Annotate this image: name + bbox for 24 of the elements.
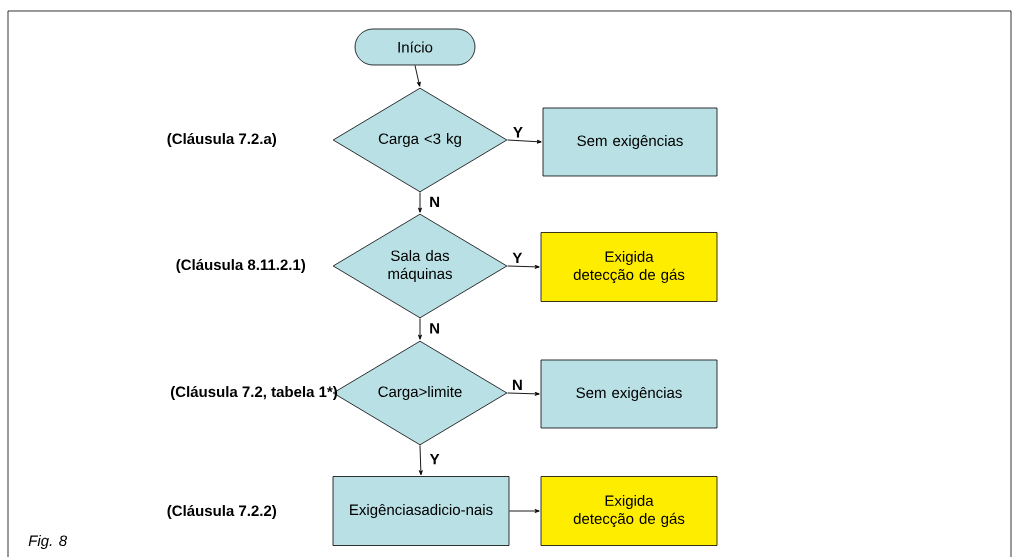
edge-label: Y: [513, 127, 523, 138]
arrow: [508, 509, 540, 513]
arrow: [418, 191, 422, 213]
edge-label: N: [512, 379, 522, 391]
process-box: Sem exigências: [542, 107, 718, 177]
edge-label: N: [430, 196, 440, 208]
edge-label: Y: [512, 252, 523, 264]
process-box: Exigida detecção de gás: [540, 232, 718, 302]
process-box: Exigida detecção de gás: [540, 476, 718, 546]
start-terminal: Início: [354, 28, 476, 66]
edge-label: Y: [429, 454, 440, 465]
arrow: [506, 264, 540, 269]
clause-reference: (Cláusula 7.2.a): [167, 132, 277, 148]
arrow: [506, 391, 540, 396]
arrow: [418, 317, 422, 340]
arrow: [506, 139, 542, 144]
edge-label: N: [430, 323, 440, 334]
arrow: [418, 444, 423, 476]
process-box: Sem exigências: [540, 359, 718, 429]
clause-reference: (Cláusula 7.2.2): [167, 504, 277, 520]
clause-reference: (Cláusula 8.11.2.1): [176, 258, 306, 274]
arrow: [414, 64, 421, 87]
figure-caption: Fig. 8: [28, 535, 67, 549]
process-box: Exigênciasadicio-nais: [332, 476, 510, 546]
